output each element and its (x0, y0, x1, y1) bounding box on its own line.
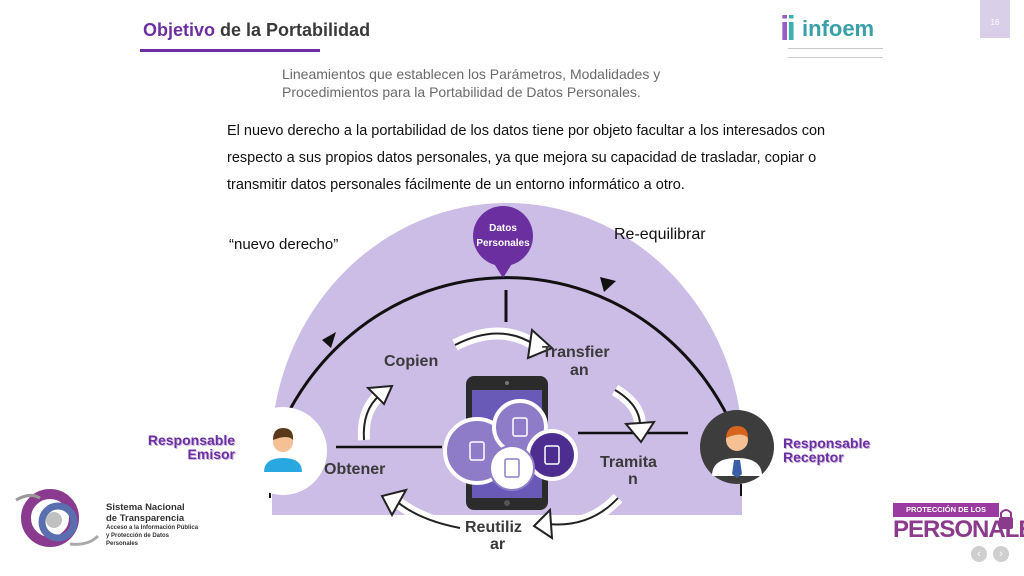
snt-line-1: Sistema Nacional (106, 502, 185, 513)
arrow-obtener-icon (380, 488, 462, 534)
label-copien: Copien (384, 353, 438, 370)
subtitle-line-2: Procedimientos para la Portabilidad de D… (282, 84, 641, 100)
glyph-white-icon (504, 458, 520, 478)
responsable-emisor-label: Responsable Emisor (135, 433, 235, 461)
subtitle-line-1: Lineamientos que establecen los Parámetr… (282, 66, 661, 82)
label-reutilizar-2: ar (490, 536, 505, 553)
prot-logo-top: PROTECCIÓN DE LOS DATOS (893, 503, 999, 528)
label-obtener: Obtener (324, 461, 385, 478)
bubble-line-1: Datos (489, 223, 517, 234)
paragraph-line-3: transmitir datos personales fácilmente d… (227, 177, 685, 193)
description-paragraph: El nuevo derecho a la portabilidad de lo… (227, 118, 877, 199)
proteccion-datos-logo: PROTECCIÓN DE LOS DATOS PERSONALES (893, 503, 1024, 549)
label-tramitan-2: n (628, 471, 638, 488)
prev-slide-button[interactable]: ‹ (971, 546, 987, 562)
infoem-logo-text: infoem (802, 16, 875, 41)
arrow-copien-icon (357, 384, 394, 441)
bubble-line-2: Personales (476, 238, 530, 249)
arrow-transfieran-icon (452, 327, 554, 360)
circle-dark-icon (526, 429, 578, 481)
datos-personales-bubble: Datos Personales (473, 206, 533, 278)
snt-logo-text: Sistema Nacional de Transparencia Acceso… (106, 502, 200, 548)
arc-arrow-right (600, 277, 616, 292)
emisor-line-2: Emisor (187, 446, 235, 462)
infoem-logo-mark: ii (780, 10, 796, 48)
snt-logo-mark-icon (15, 489, 100, 547)
title-accent: Objetivo (143, 20, 216, 40)
circle-white-icon (489, 445, 535, 491)
slide-title: Objetivo de la Portabilidad (143, 20, 370, 41)
paragraph-line-2: respecto a sus propios datos personales,… (227, 150, 817, 166)
receptor-line-1: Responsable (783, 435, 871, 451)
subtitle: Lineamientos que establecen los Parámetr… (282, 65, 660, 101)
snt-line-2: de Transparencia (106, 513, 185, 524)
title-rest: de la Portabilidad (220, 20, 371, 40)
arc-arrow-left (322, 332, 336, 348)
arrow-reutilizar-icon (532, 493, 623, 540)
glyph-left-icon (469, 441, 485, 461)
emisor-avatar-icon (239, 407, 327, 495)
responsable-receptor-label: Responsable Receptor (783, 436, 870, 464)
label-tramitan-1: Tramita (600, 454, 657, 471)
receptor-line-2: Receptor (783, 449, 844, 465)
quote-nuevo-derecho: “nuevo derecho” (229, 236, 339, 253)
paragraph-line-1: El nuevo derecho a la portabilidad de lo… (227, 123, 826, 139)
label-reutilizar-1: Reutiliz (465, 519, 522, 536)
semicircle-background (272, 202, 742, 515)
snt-logo: Sistema Nacional de Transparencia Acceso… (10, 486, 200, 556)
infoem-logo-fineprint (788, 48, 883, 58)
snt-line-3: Acceso a la Información Pública (106, 525, 199, 531)
title-underline (140, 49, 320, 52)
label-re-equilibrar: Re-equilibrar (614, 226, 706, 243)
infoem-logo: ii infoem (780, 8, 890, 60)
label-transfieran-1: Transfier (542, 344, 610, 361)
padlock-icon (999, 509, 1013, 529)
arrow-tramitan-icon (611, 384, 656, 444)
page-number: 16 (980, 0, 1010, 38)
emisor-line-1: Responsable (147, 432, 235, 448)
glyph-top-icon (512, 417, 528, 437)
receptor-avatar-icon (700, 410, 774, 484)
next-slide-button[interactable]: › (993, 546, 1009, 562)
outer-arc (262, 276, 752, 479)
label-transfieran-2: an (570, 362, 589, 379)
glyph-dark-icon (544, 445, 560, 465)
snt-line-4: y Protección de Datos Personales (106, 533, 170, 547)
